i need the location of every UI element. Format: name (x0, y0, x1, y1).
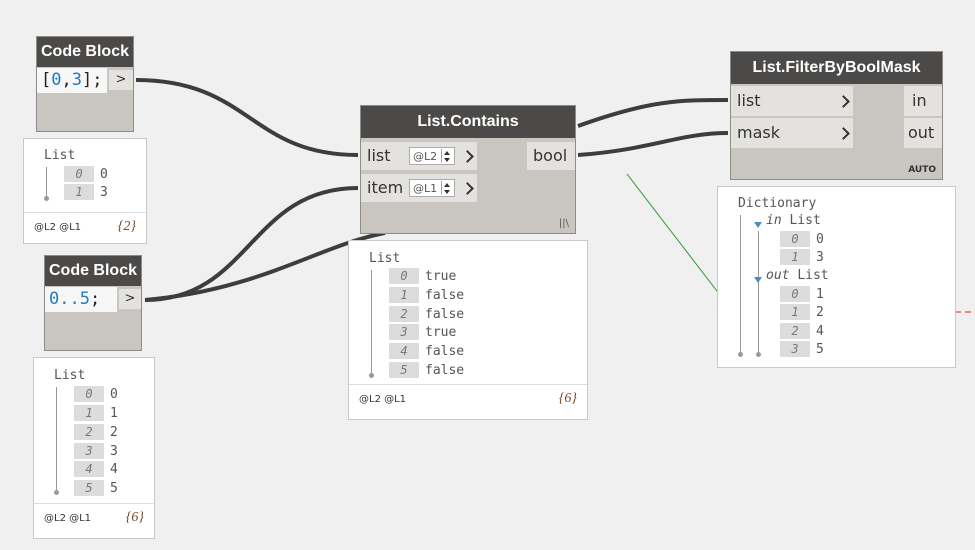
list-contains-node[interactable]: List.Contains list @L2 item @L1 bool ||\ (361, 106, 575, 233)
input-port-mask[interactable]: mask (731, 118, 853, 148)
input-port-list[interactable]: list @L2 (361, 142, 477, 170)
preview-title: Dictionary (738, 196, 817, 211)
wire-cb2-to-mask[interactable] (144, 231, 386, 302)
node-title: List.FilterByBoolMask (731, 52, 942, 84)
item-count: {6} (558, 391, 577, 406)
node-title: List.Contains (361, 106, 575, 138)
wire-cb1-to-filter-list[interactable] (577, 98, 729, 128)
wire-cb1-to-list[interactable] (135, 78, 359, 157)
output-port-bool[interactable]: bool (527, 142, 575, 170)
input-port-list[interactable]: list (731, 86, 853, 116)
chevron-right-icon (837, 127, 850, 140)
expand-triangle-icon[interactable] (754, 222, 762, 228)
code-input[interactable]: [0,3]; (37, 68, 107, 93)
list-levels: @L2 @L1 (359, 394, 407, 405)
spinner-icon[interactable] (441, 181, 453, 195)
output-port[interactable]: > (119, 289, 141, 309)
dict-key-in: in List (766, 213, 821, 228)
wire-cb2-to-item[interactable] (144, 186, 359, 302)
code-block-node-2[interactable]: Code Block 0..5; > (45, 256, 141, 350)
chevron-right-icon (461, 150, 474, 163)
expand-triangle-icon[interactable] (754, 277, 762, 283)
chevron-right-icon (837, 95, 850, 108)
code-input[interactable]: 0..5; (45, 287, 117, 312)
lacing-mode-label[interactable]: AUTO (908, 165, 936, 175)
lacing-icon[interactable]: ||\ (558, 218, 569, 229)
list-levels: @L2 @L1 (34, 222, 82, 233)
list-levels: @L2 @L1 (44, 513, 92, 524)
selection-guide-line (626, 173, 721, 296)
preview-title: List (369, 251, 401, 266)
node-title: Code Block (45, 256, 141, 286)
input-port-item[interactable]: item @L1 (361, 174, 477, 202)
dict-key-out: out List (766, 268, 829, 283)
filter-by-bool-mask-node[interactable]: List.FilterByBoolMask list mask in out A… (731, 52, 942, 179)
chevron-right-icon (461, 182, 474, 195)
output-port[interactable]: > (109, 70, 133, 90)
output-port-out[interactable]: out (904, 118, 942, 148)
preview-title: List (54, 368, 86, 383)
item-count: {2} (117, 219, 136, 234)
output-port-in[interactable]: in (904, 86, 942, 116)
spinner-icon[interactable] (441, 149, 453, 163)
preview-title: List (44, 148, 76, 163)
code-block-node-1[interactable]: Code Block [0,3]; > (37, 37, 133, 131)
wire-bool-to-mask[interactable] (577, 131, 729, 157)
lacing-level-selector[interactable]: @L1 (409, 179, 455, 197)
node-title: Code Block (37, 37, 133, 67)
item-count: {6} (125, 510, 144, 525)
lacing-level-selector[interactable]: @L2 (409, 147, 455, 165)
